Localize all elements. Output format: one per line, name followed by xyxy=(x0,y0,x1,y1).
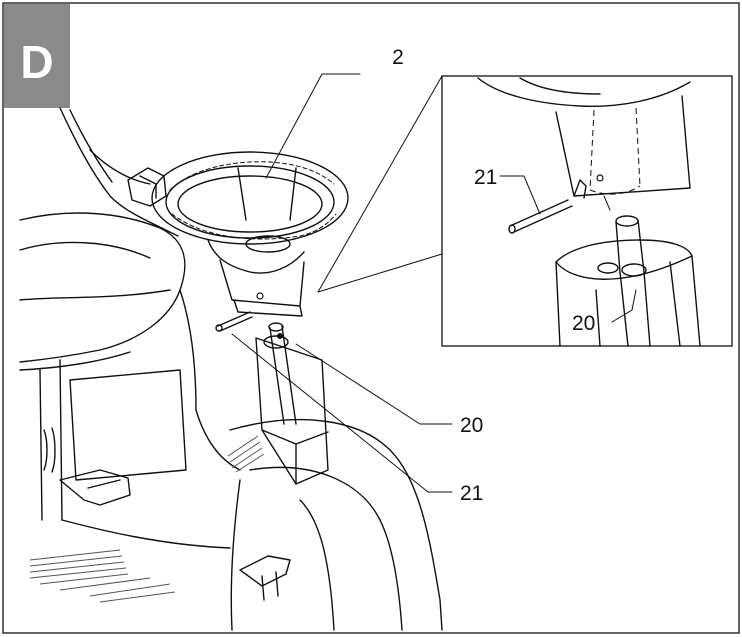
steering-wheel xyxy=(151,151,349,317)
callout-steering-wheel: 2 xyxy=(392,46,404,69)
callout-shaft-inset: 20 xyxy=(572,312,595,335)
step-letter: D xyxy=(20,36,53,88)
column-base-hatching xyxy=(227,435,265,473)
mower-body xyxy=(19,107,443,631)
callout-pin-main: 21 xyxy=(460,482,483,505)
callout-shaft-main: 20 xyxy=(460,414,483,437)
callout-pin-inset: 21 xyxy=(474,166,497,189)
step-badge: D xyxy=(4,4,70,108)
leader-lines xyxy=(231,73,453,493)
steering-column-housing xyxy=(255,335,329,485)
pin-main xyxy=(215,311,253,332)
detail-inset: 21 20 xyxy=(441,75,733,347)
grille-hatching xyxy=(29,549,176,603)
steering-shaft-main xyxy=(268,322,297,425)
